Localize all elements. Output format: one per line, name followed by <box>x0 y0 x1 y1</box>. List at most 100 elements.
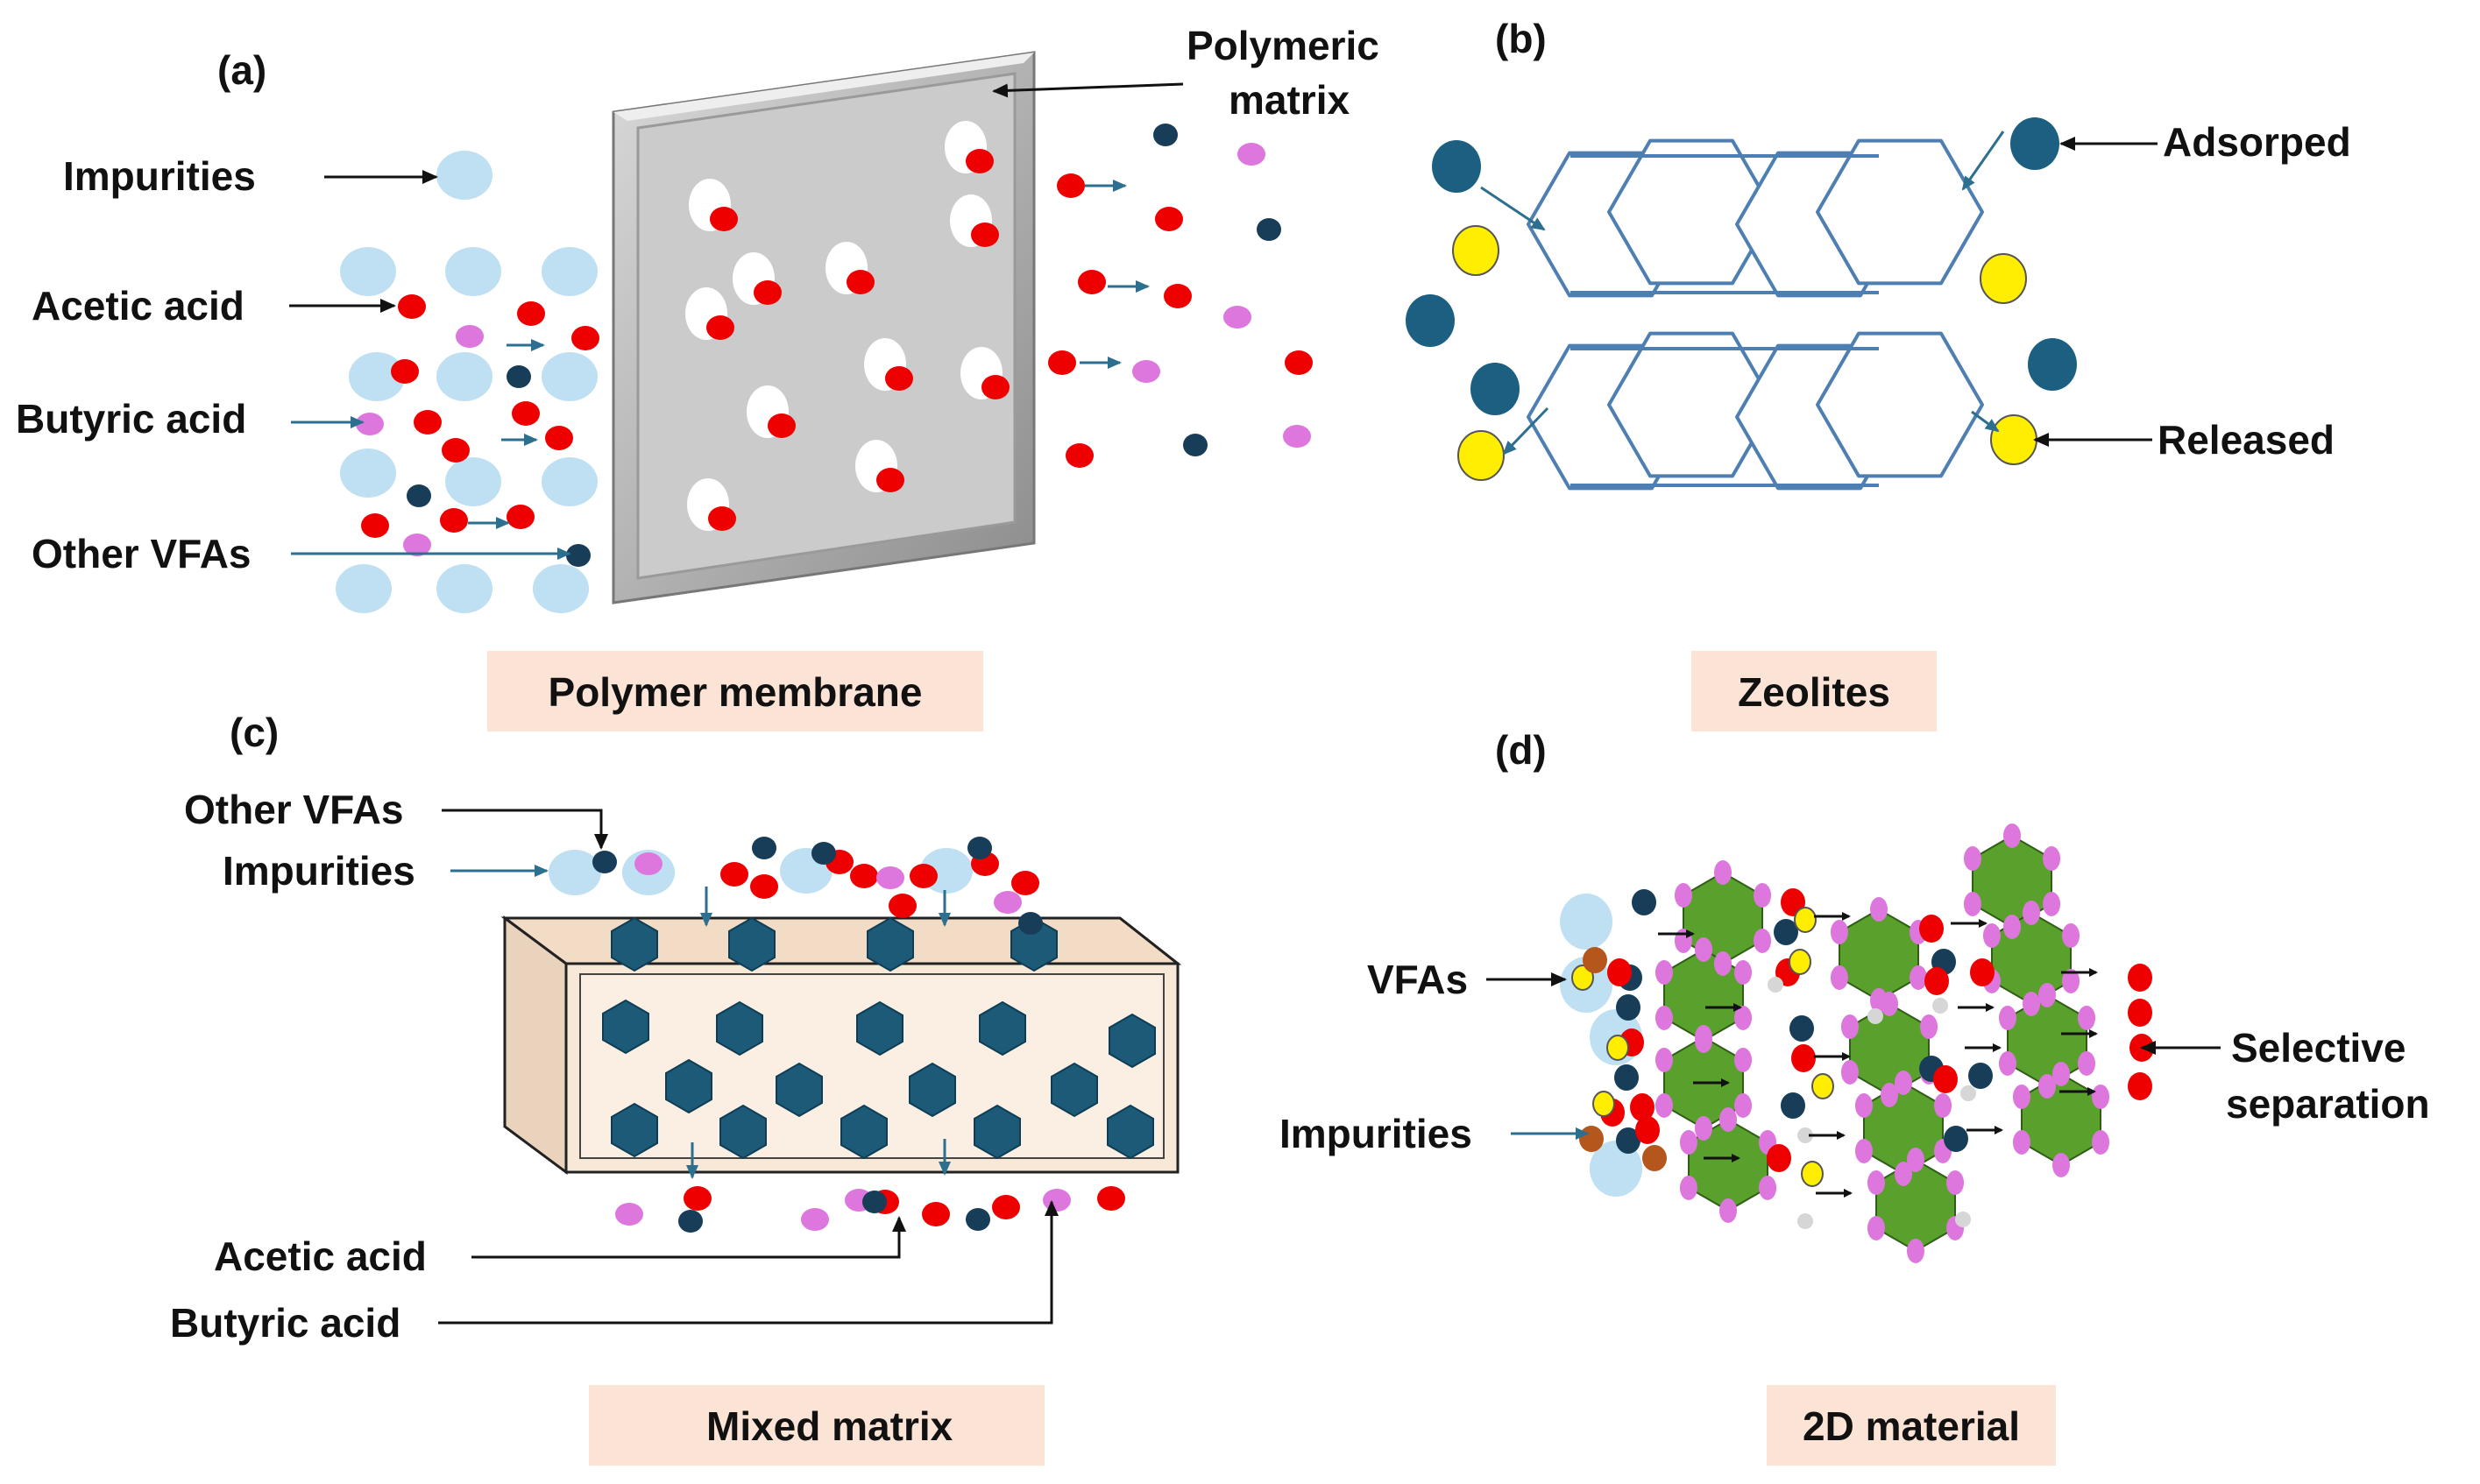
acetic-acid-molecule <box>889 894 917 918</box>
acetic-acid-molecule <box>850 864 878 888</box>
panel-c-caption: Mixed matrix <box>706 1403 953 1449</box>
trace-particle <box>1932 998 1948 1014</box>
acetic-acid-molecule <box>981 375 1010 399</box>
acetic-acid-molecule <box>1048 350 1076 375</box>
butyric-acid-molecule <box>1907 1239 1924 1263</box>
butyric-acid-molecule <box>1934 1093 1952 1118</box>
acetic-acid-molecule <box>1791 1044 1816 1072</box>
released-molecule <box>1801 1161 1824 1187</box>
acetic-acid-molecule <box>750 874 778 899</box>
impurity-particle <box>436 564 492 613</box>
butyric-acid-molecule <box>1695 1116 1712 1141</box>
butyric-acid-molecule <box>1734 960 1753 985</box>
filler-hexagon <box>665 1058 712 1114</box>
butyric-acid-molecule <box>615 1203 643 1226</box>
other-vfa-molecule <box>566 544 591 567</box>
filler-hexagon <box>602 999 649 1055</box>
impurity-particle <box>1590 1141 1642 1197</box>
filler-hexagon <box>867 916 914 972</box>
acetic-acid-molecule <box>768 413 796 438</box>
filler-hexagon <box>856 1000 903 1056</box>
butyric-acid-molecule <box>2043 892 2061 916</box>
butyric-acid-molecule <box>1870 897 1888 922</box>
other-vfa-molecule <box>507 365 531 388</box>
butyric-acid-molecule <box>356 413 384 435</box>
impurity-particle <box>436 151 492 200</box>
impurity-particle <box>436 352 492 401</box>
butyric-acid-molecule <box>1998 1006 2016 1030</box>
flow-arrow <box>1502 406 1549 456</box>
graphene-hexagon <box>2007 993 2087 1088</box>
impurity-particle <box>349 352 405 401</box>
butyric-acid-molecule <box>1695 1025 1712 1049</box>
butyric-acid-molecule <box>1714 951 1732 976</box>
butyric-acid-molecule <box>1867 1170 1885 1195</box>
butyric-acid-molecule <box>2078 1051 2096 1076</box>
released-molecule <box>1789 949 1811 975</box>
butyric-acid-molecule <box>1734 1006 1753 1030</box>
impurity-particle <box>340 247 396 296</box>
graphene-hexagon <box>1863 1081 1944 1176</box>
other-vfa-molecule <box>811 842 836 865</box>
butyric-acid-molecule <box>1963 846 1981 871</box>
butyric-acid-molecule <box>1655 1048 1673 1072</box>
butyric-acid-molecule <box>1854 1093 1873 1118</box>
butyric-acid-molecule <box>1982 923 2001 948</box>
butyric-acid-molecule <box>1237 143 1265 166</box>
butyric-acid-molecule <box>1223 306 1251 329</box>
other-vfa-molecule <box>407 484 431 507</box>
butyric-acid-molecule <box>1719 1107 1737 1132</box>
butyric-acid-molecule <box>2023 992 2040 1016</box>
trace-particle <box>1797 1213 1813 1229</box>
panel-a-letter: (a) <box>217 47 266 93</box>
acetic-acid-molecule <box>971 223 999 247</box>
acetic-acid-molecule <box>1078 270 1106 294</box>
filler-hexagon <box>719 1104 767 1160</box>
graphene-sheet <box>1655 823 2110 1263</box>
impurity-particle <box>445 457 501 506</box>
released-molecule <box>1794 907 1817 933</box>
panel-b-caption: Zeolites <box>1738 669 1890 715</box>
acetic-acid-molecule <box>708 506 736 531</box>
acetic-acid-molecule <box>1970 958 1995 986</box>
panel-b: (b) Adsorped Released Zeolites <box>1406 16 2351 731</box>
filler-hexagon <box>1107 1104 1154 1160</box>
other-vfa-molecule <box>1632 889 1656 915</box>
butyric-acid-molecule <box>1655 1093 1673 1118</box>
butyric-acid-molecule <box>1734 1048 1753 1072</box>
panel-d-molecules <box>1560 888 2154 1229</box>
butyric-acid-pointer-c <box>438 1200 1059 1325</box>
butyric-acid-molecule <box>1674 929 1692 953</box>
selective-label-line1: Selective <box>2231 1025 2406 1071</box>
acetic-acid-molecule <box>992 1195 1020 1219</box>
filler-hexagon <box>979 1000 1026 1056</box>
zeolite-cage <box>1816 138 1984 286</box>
trace-particle <box>1867 1008 1883 1024</box>
butyric-acid-molecule <box>1679 1130 1697 1155</box>
adsorped-molecule <box>2010 117 2059 170</box>
other-vfa-molecule <box>1153 124 1178 146</box>
panel-d: (d) VFAs Impurities Selective separation… <box>1279 727 2430 1466</box>
acetic-acid-molecule <box>720 862 748 887</box>
butyric-acid-molecule <box>1854 1139 1873 1163</box>
panel-a-molecules <box>336 124 1313 613</box>
impurity-particle <box>542 247 598 296</box>
acetic-acid-molecule <box>507 505 535 529</box>
other-vfas-label: Other VFAs <box>32 531 252 576</box>
acetic-acid-molecule <box>442 438 470 463</box>
polymeric-matrix-label-line2: matrix <box>1229 77 1350 123</box>
butyric-acid-molecule <box>2052 1153 2070 1177</box>
acetic-acid-molecule <box>414 410 442 435</box>
impurity-particle <box>1642 1145 1667 1171</box>
butyric-acid-molecule <box>1830 965 1848 990</box>
filler-hexagon <box>1109 1013 1156 1069</box>
acetic-acid-molecule <box>1285 350 1313 375</box>
adsorped-molecule <box>1470 363 1520 415</box>
acetic-acid-label: Acetic acid <box>32 283 244 329</box>
butyric-acid-molecule <box>2012 1130 2030 1155</box>
acetic-acid-molecule <box>847 270 875 294</box>
butyric-acid-molecule <box>1754 929 1772 953</box>
acetic-acid-molecule <box>1057 173 1085 198</box>
butyric-acid-molecule <box>2062 969 2080 993</box>
butyric-acid-molecule <box>1963 892 1981 916</box>
